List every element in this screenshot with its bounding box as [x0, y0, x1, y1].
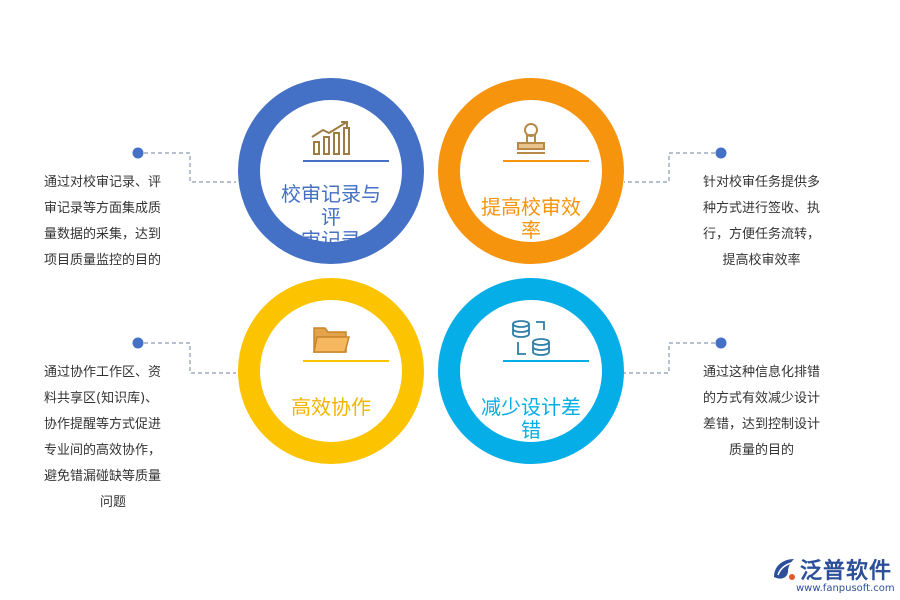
brand-logo-icon — [774, 559, 795, 580]
description-reduce-errors: 通过这种信息化排错 的方式有效减少设计 差错，达到控制设计 质量的目的 — [702, 365, 820, 458]
ring-quality-records: 校审记录与评 审记录 — [238, 78, 424, 264]
bar-chart-growth-icon — [309, 120, 353, 160]
folder-icon — [312, 324, 350, 358]
title-divider — [303, 360, 389, 362]
ring-reduce-errors: 减少设计差错 — [438, 278, 624, 464]
connector-dot-1 — [132, 147, 144, 159]
connector-dot-2 — [715, 147, 727, 159]
connector-2 — [624, 152, 715, 183]
ring-collaboration: 高效协作 — [238, 278, 424, 464]
connector-1 — [144, 152, 236, 183]
stamp-icon — [514, 122, 548, 160]
title-collaboration: 高效协作 — [291, 395, 371, 419]
title-reduce-errors: 减少设计差错 — [481, 395, 581, 442]
title-review-efficiency: 提高校审效率 — [481, 195, 581, 242]
connector-dot-4 — [715, 337, 727, 349]
title-divider — [503, 160, 589, 162]
connector-dot-3 — [132, 337, 144, 349]
brand-url: www.fanpusoft.com — [796, 583, 895, 594]
brand-name: 泛普软件 — [800, 559, 893, 584]
ring-review-efficiency: 提高校审效率 — [438, 78, 624, 264]
title-divider — [303, 160, 389, 162]
description-collaboration: 通过协作工作区、资 料共享区(知识库)、 协作提醒等方式促进 专业间的高效协作，… — [44, 365, 162, 510]
title-divider — [503, 360, 589, 362]
description-review-efficiency: 针对校审任务提供多 种方式进行签收、执 行，方便任务流转， 提高校审效率 — [702, 175, 820, 268]
title-quality-records: 校审记录与评 审记录 — [281, 182, 381, 252]
description-quality-records: 通过对校审记录、评 审记录等方面集成质 量数据的采集，达到 项目质量监控的目的 — [44, 175, 162, 268]
database-sync-icon — [510, 318, 552, 362]
connector-3 — [144, 342, 236, 374]
connector-4 — [624, 342, 715, 374]
